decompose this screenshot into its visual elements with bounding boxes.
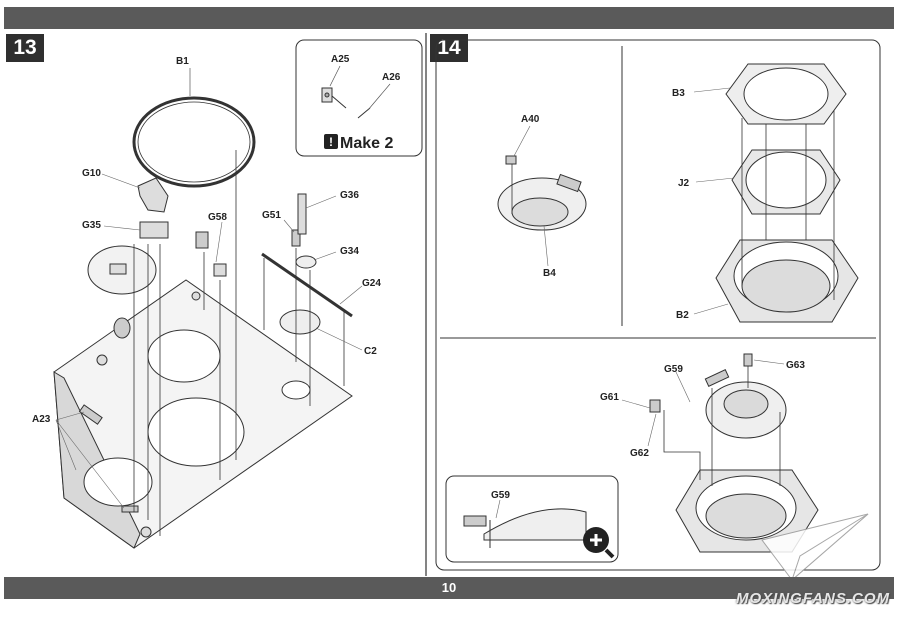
part-c2 [279,309,321,335]
label-j2: J2 [678,178,690,189]
part-g58 [213,263,227,277]
label-g59: G59 [664,364,683,375]
part-g51 [291,229,301,247]
part-j2-ring [731,149,841,215]
step-13-number: 13 [6,34,44,62]
label-g36: G36 [340,190,359,201]
label-g51: G51 [262,210,281,221]
part-g34 [295,255,317,269]
part-small-b [113,317,131,339]
step-14-frame [435,39,881,571]
part-b4-bowl [497,173,587,231]
label-b3: B3 [672,88,685,99]
label-g63: G63 [786,360,805,371]
part-a40 [505,155,517,165]
label-g59-detail: G59 [491,490,510,501]
part-b1-ring [132,96,256,188]
step-14-number: 14 [430,34,468,62]
magnify-plus-icon [583,527,615,559]
label-c2: C2 [364,346,377,357]
label-g35: G35 [82,220,101,231]
part-b2-base [715,239,859,323]
label-b4: B4 [543,268,556,279]
part-turret-ring [675,469,819,553]
label-g24: G24 [362,278,381,289]
label-a40: A40 [521,114,540,125]
label-b1: B1 [176,56,189,67]
label-b2: B2 [676,310,689,321]
label-g34: G34 [340,246,359,257]
svg-text:!: ! [329,135,333,149]
part-small-a [195,231,209,249]
detail-inset [445,475,619,563]
make-2-note: Make 2 [340,135,393,152]
label-a23: A23 [32,414,51,425]
part-g24 [261,252,353,318]
part-a23-a [78,404,103,425]
guides-panel-b [741,110,835,300]
guides-panel-c [663,366,781,486]
inset-a25-a26 [295,39,423,157]
part-b3-ring [725,63,847,125]
part-g10 [137,177,169,239]
label-g10: G10 [82,168,101,179]
part-a23-b [121,505,139,513]
label-a26: A26 [382,72,401,83]
assembly-guides [133,150,345,536]
part-g59-hinge [704,369,730,387]
part-g61-62 [649,399,661,413]
header-bar [4,7,894,29]
paper-plane-logo [761,513,869,582]
detail-hatch-drawing [463,508,587,548]
leaders-13 [55,173,363,509]
part-g63 [743,353,753,367]
label-a25: A25 [331,54,350,65]
exclamation-icon [324,134,338,149]
part-g36 [297,193,307,235]
label-g58: G58 [208,212,227,223]
label-g61: G61 [600,392,619,403]
label-g62: G62 [630,448,649,459]
watermark: MOXINGFANS.COM [735,590,890,607]
page-number: 10 [441,580,457,595]
footer-bar: 10 [4,577,894,599]
part-hatch-dome [705,381,787,439]
part-g35-hatch [87,245,157,295]
part-a25-drawing [321,87,347,109]
